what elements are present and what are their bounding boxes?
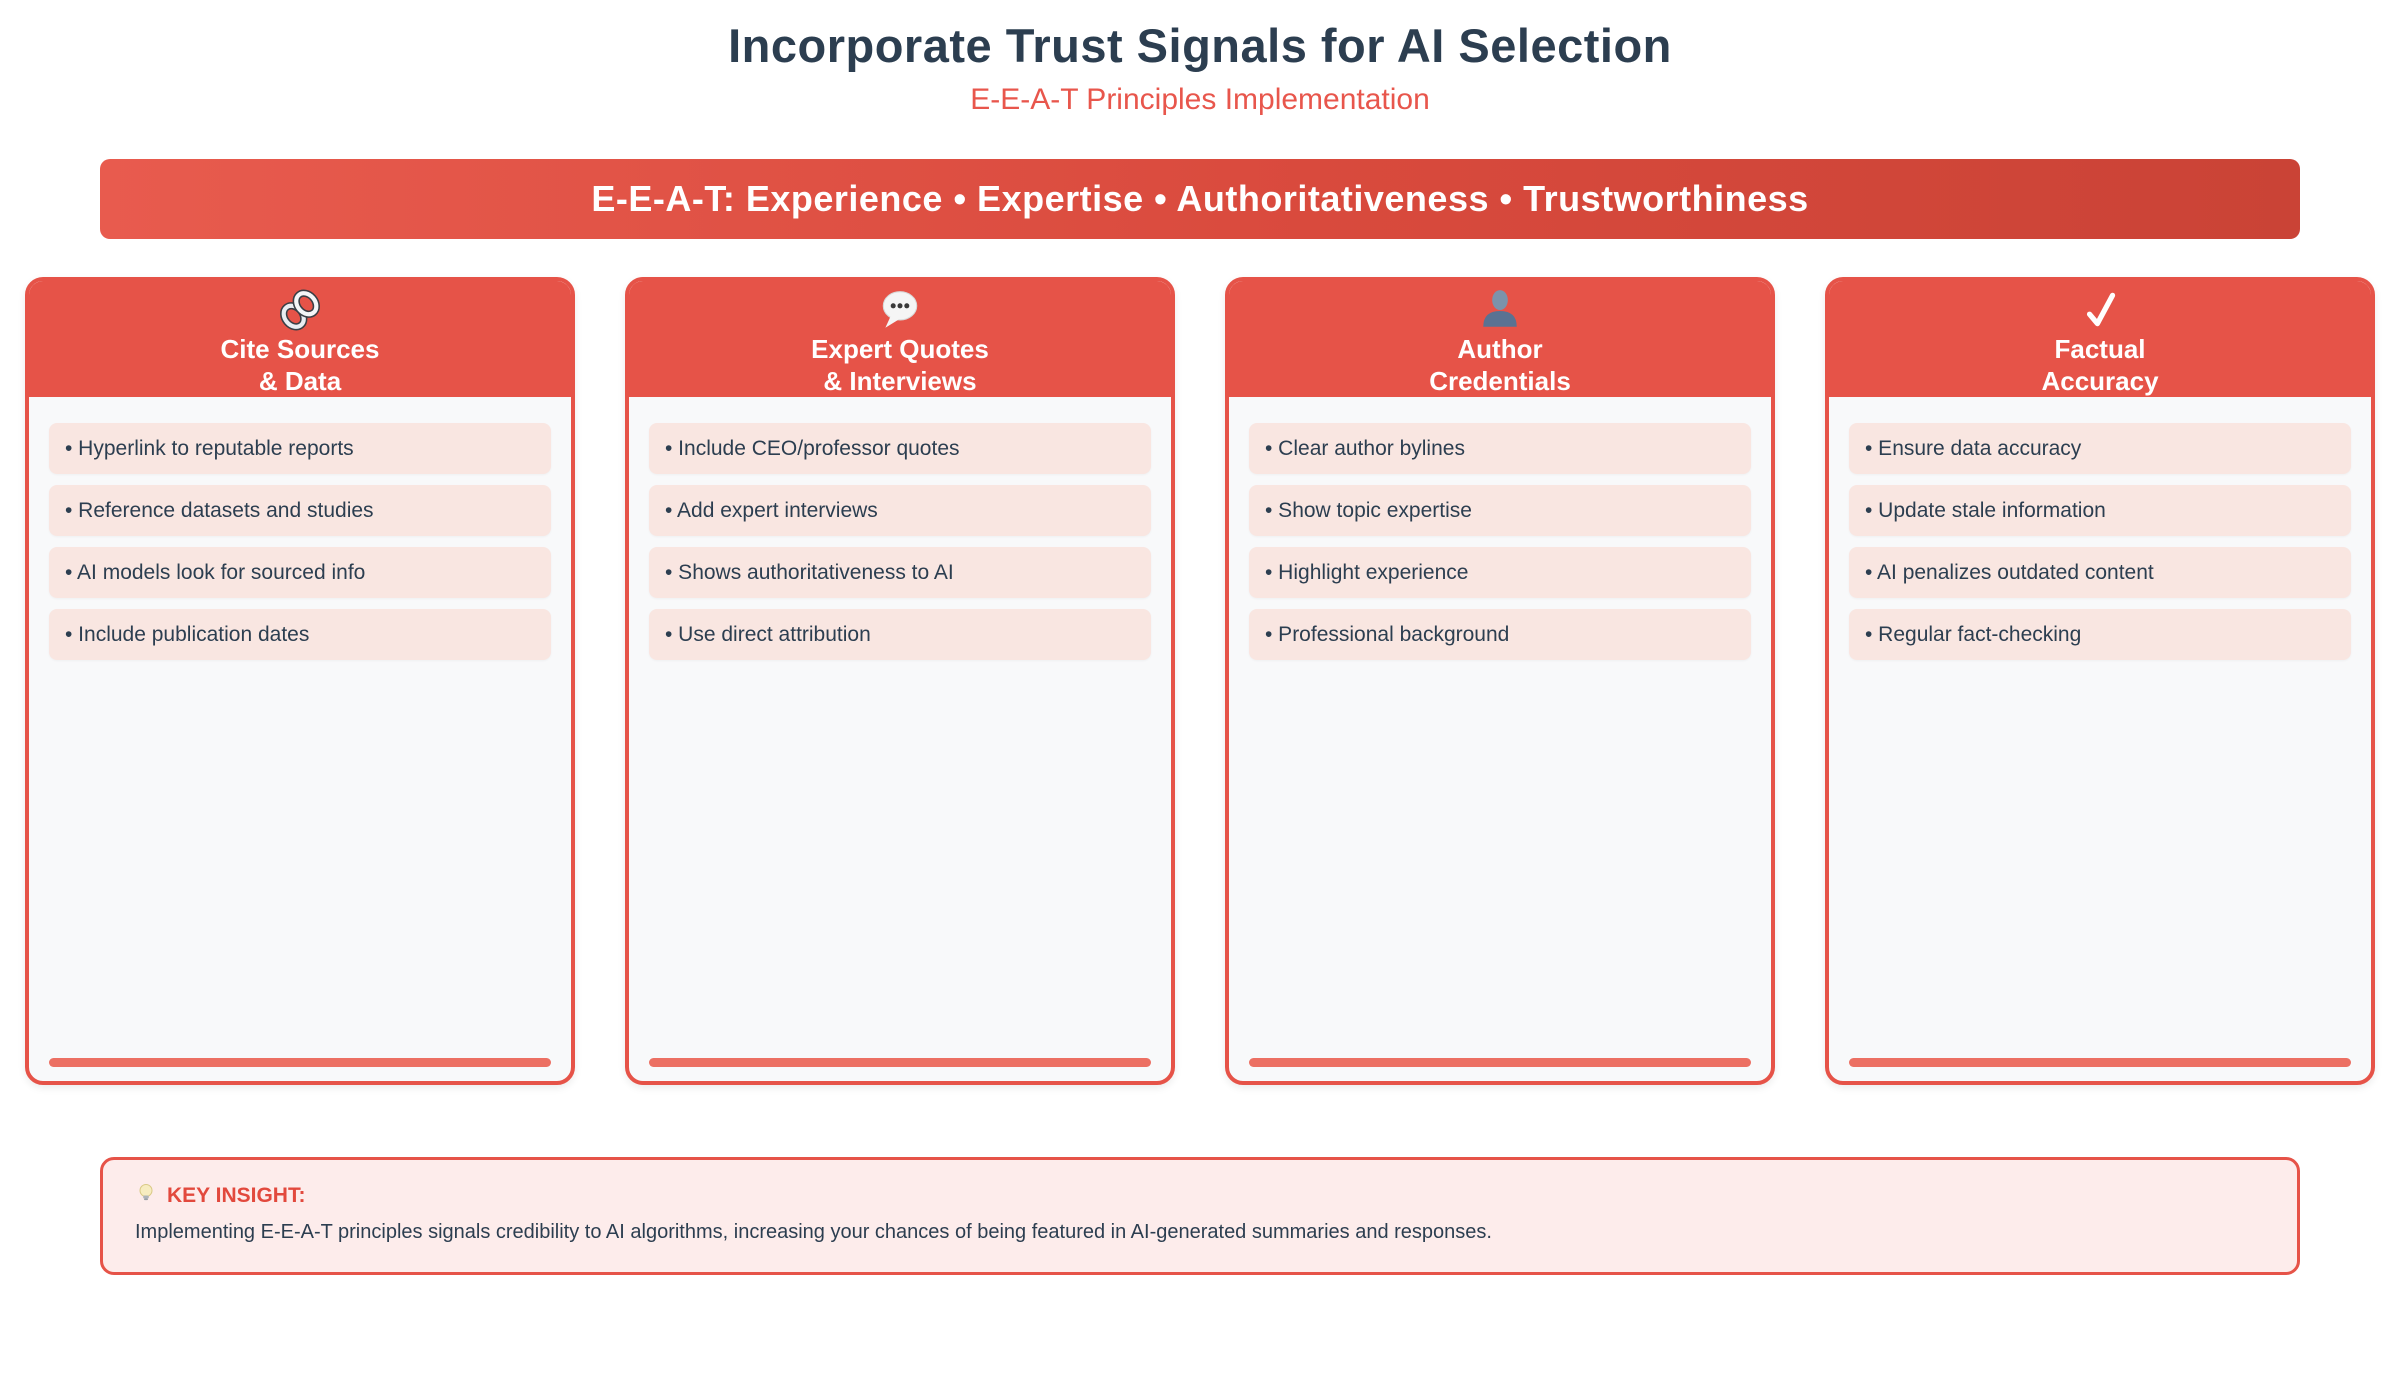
card-accent-bar: [1249, 1058, 1751, 1067]
list-item: • AI penalizes outdated content: [1849, 547, 2351, 598]
card-accent-bar: [49, 1058, 551, 1067]
list-item: • Update stale information: [1849, 485, 2351, 536]
cards-row: Cite Sources & Data • Hyperlink to reput…: [25, 277, 2375, 1085]
list-item: • Include publication dates: [49, 609, 551, 660]
lightbulb-icon: [135, 1182, 157, 1210]
card-items-list: • Clear author bylines • Show topic expe…: [1249, 423, 1751, 660]
card-title-line1: Author: [1457, 334, 1543, 364]
key-insight-label-row: KEY INSIGHT:: [135, 1182, 2265, 1210]
card-title-line2: Accuracy: [2041, 366, 2159, 396]
list-item: • Use direct attribution: [649, 609, 1151, 660]
card-items-list: • Ensure data accuracy • Update stale in…: [1849, 423, 2351, 660]
card-accent-bar: [1849, 1058, 2351, 1067]
list-item: • AI models look for sourced info: [49, 547, 551, 598]
card-title: Cite Sources & Data: [29, 333, 571, 397]
card-title-line2: & Data: [258, 366, 342, 396]
page-subtitle: E-E-A-T Principles Implementation: [970, 83, 1430, 116]
card-cite-sources: Cite Sources & Data • Hyperlink to reput…: [25, 277, 575, 1085]
list-item: • Show topic expertise: [1249, 485, 1751, 536]
list-item: • Hyperlink to reputable reports: [49, 423, 551, 474]
list-item: • Ensure data accuracy: [1849, 423, 2351, 474]
page-title: Incorporate Trust Signals for AI Selecti…: [728, 19, 1672, 72]
list-item: • Shows authoritativeness to AI: [649, 547, 1151, 598]
key-insight-text: Implementing E-E-A-T principles signals …: [135, 1221, 1492, 1243]
card-header: Factual Accuracy: [1829, 281, 2371, 397]
card-title-line1: Cite Sources: [220, 334, 380, 364]
card-title: Author Credentials: [1229, 333, 1771, 397]
list-item: • Clear author bylines: [1249, 423, 1751, 474]
card-header: Expert Quotes & Interviews: [629, 281, 1171, 397]
person-icon: [1229, 287, 1771, 333]
card-factual-accuracy: Factual Accuracy • Ensure data accuracy …: [1825, 277, 2375, 1085]
link-icon: [29, 287, 571, 333]
list-item: • Add expert interviews: [649, 485, 1151, 536]
card-title-line1: Factual: [2054, 334, 2146, 364]
list-item: • Highlight experience: [1249, 547, 1751, 598]
card-accent-bar: [649, 1058, 1151, 1067]
list-item: • Regular fact-checking: [1849, 609, 2351, 660]
card-expert-quotes: Expert Quotes & Interviews • Include CEO…: [625, 277, 1175, 1085]
card-header: Cite Sources & Data: [29, 281, 571, 397]
list-item: • Include CEO/professor quotes: [649, 423, 1151, 474]
list-item: • Professional background: [1249, 609, 1751, 660]
card-title: Expert Quotes & Interviews: [629, 333, 1171, 397]
card-title-line2: & Interviews: [823, 366, 977, 396]
eeat-banner-text: E-E-A-T: Experience • Expertise • Author…: [591, 178, 1809, 219]
list-item: • Reference datasets and studies: [49, 485, 551, 536]
card-items-list: • Hyperlink to reputable reports • Refer…: [49, 423, 551, 660]
card-items-list: • Include CEO/professor quotes • Add exp…: [649, 423, 1151, 660]
card-title-line2: Credentials: [1429, 366, 1571, 396]
eeat-banner: E-E-A-T: Experience • Expertise • Author…: [100, 159, 2300, 239]
check-icon: [1829, 287, 2371, 333]
card-title: Factual Accuracy: [1829, 333, 2371, 397]
card-title-line1: Expert Quotes: [811, 334, 989, 364]
speech-bubble-icon: [629, 287, 1171, 333]
key-insight-box: KEY INSIGHT: Implementing E-E-A-T princi…: [100, 1157, 2300, 1275]
card-header: Author Credentials: [1229, 281, 1771, 397]
card-author-credentials: Author Credentials • Clear author byline…: [1225, 277, 1775, 1085]
key-insight-label: KEY INSIGHT:: [167, 1184, 306, 1207]
